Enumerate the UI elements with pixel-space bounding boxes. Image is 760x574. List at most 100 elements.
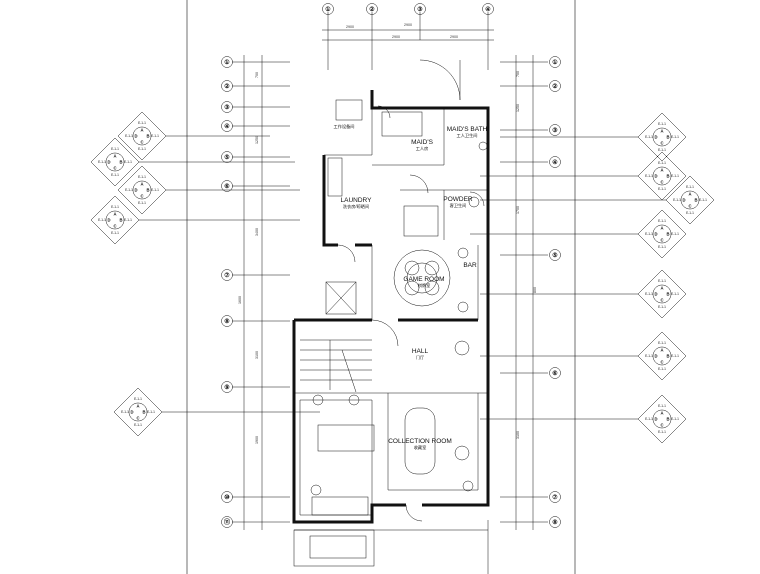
grid-label-right-2: ② (552, 83, 558, 90)
room-label-bar: BAR (463, 262, 477, 269)
elevation-letter: B (146, 188, 149, 193)
room-label-maids-bath: MAID'S BATH (447, 126, 488, 133)
elevation-code: E-1-1 (671, 135, 679, 139)
elevation-code: E-1-1 (686, 185, 694, 189)
elevation-letter: D (654, 354, 657, 359)
elevation-code: E-1-1 (138, 201, 146, 205)
elevation-code: E-1-1 (125, 188, 133, 192)
elevation-letter: D (134, 188, 137, 193)
room-label-collection: COLLECTION ROOM (388, 438, 452, 445)
elevation-code: E-1-1 (658, 430, 666, 434)
room-labels: 工作设备间 MAID'S 工人房 MAID'S BATH 工人卫生间 LAUND… (334, 123, 488, 451)
elevation-letter: C (660, 360, 663, 365)
grid-label-left-10: ⑩ (224, 494, 230, 501)
elevation-letter: C (113, 166, 116, 171)
elevation-code: E-1-1 (658, 148, 666, 152)
elevation-code: E-1-1 (645, 354, 653, 358)
elevation-code: E-1-1 (147, 410, 155, 414)
dim-right-4: 3100 (516, 431, 520, 439)
elevation-letter: A (660, 226, 663, 231)
dim-right-1: 700 (516, 71, 520, 77)
right-grid: ① ② ③ ④ ⑤ ⑥ ⑦ ⑧ 700 1250 1700 3100 800 (500, 55, 561, 530)
elevation-code: E-1-1 (151, 188, 159, 192)
room-label-game-room: GAME ROOM (403, 276, 444, 283)
elevation-code: E-1-1 (124, 160, 132, 164)
grid-bubble-top-2 (366, 3, 378, 15)
left-grid: ① ② ③ ④ ⑤ ⑥ ⑦ ⑧ ⑨ ⑩ ⑪ 700 1250 3400 3100… (221, 55, 290, 530)
elevation-code: E-1-1 (111, 205, 119, 209)
elevation-letter: D (107, 218, 110, 223)
elevation-letter: C (140, 194, 143, 199)
elevation-letter: A (660, 286, 663, 291)
grid-label-right-5: ⑤ (552, 252, 558, 259)
elevation-letter: C (660, 180, 663, 185)
dim-right-3: 1700 (516, 206, 520, 214)
elevation-code: E-1-1 (658, 161, 666, 165)
elevation-letter: A (140, 182, 143, 187)
stair-elevator (300, 281, 372, 393)
room-sub-laundry: 洗衣房/晾晒间 (343, 203, 369, 210)
elevation-letter: C (660, 238, 663, 243)
elevation-code: E-1-1 (151, 134, 159, 138)
grid-label-right-3: ③ (552, 127, 558, 134)
leader-lines (139, 135, 666, 420)
elevation-letter: D (130, 410, 133, 415)
elevation-letter: B (146, 134, 149, 139)
elevation-letter: C (136, 416, 139, 421)
elevation-code: E-1-1 (138, 121, 146, 125)
elevation-code: E-1-1 (98, 160, 106, 164)
elevation-code: E-1-1 (111, 173, 119, 177)
elevation-letter: C (660, 298, 663, 303)
dim-top-3: 2900 (404, 23, 412, 27)
elevation-letter: B (666, 135, 669, 140)
elevation-letter: A (113, 154, 116, 159)
elevation-code: E-1-1 (134, 397, 142, 401)
dim-left-4: 3100 (255, 351, 259, 359)
elevation-code: E-1-1 (124, 218, 132, 222)
elevation-letter: A (660, 129, 663, 134)
elevation-letter: B (666, 292, 669, 297)
elevation-code: E-1-1 (699, 198, 707, 202)
grid-label-right-6: ⑥ (552, 370, 558, 377)
elevation-code: E-1-1 (658, 279, 666, 283)
elevation-letter: A (113, 212, 116, 217)
elevation-code: E-1-1 (671, 174, 679, 178)
grid-label-right-4: ④ (552, 159, 558, 166)
room-sub-collection: 收藏室 (414, 444, 427, 451)
elevation-code: E-1-1 (658, 305, 666, 309)
furniture (309, 99, 488, 559)
elevation-code: E-1-1 (671, 417, 679, 421)
room-sub-powder: 客卫生间 (450, 202, 467, 209)
grid-label-left-5: ⑤ (224, 154, 230, 161)
grid-label-top-2: ② (369, 6, 375, 13)
elevation-letter: A (660, 168, 663, 173)
dim-right-total: 800 (533, 287, 537, 293)
room-label-maids: MAID'S (411, 139, 433, 146)
elevation-letter: B (694, 198, 697, 203)
elevation-code: E-1-1 (658, 245, 666, 249)
room-label-powder: POWDER (443, 196, 473, 203)
room-sub-game-room: 棋牌室 (418, 282, 431, 289)
elevation-letter: B (666, 354, 669, 359)
room-label-hall: HALL (412, 348, 429, 355)
grid-label-top-3: ③ (417, 6, 423, 13)
elevation-letter: A (660, 348, 663, 353)
elevation-letter: D (654, 417, 657, 422)
dim-left-2: 1250 (255, 136, 259, 144)
top-grid: ① ② ③ ④ 2900 2900 2900 2900 (322, 3, 494, 70)
dim-right-2: 1250 (516, 104, 520, 112)
elevation-letter: B (119, 160, 122, 165)
site-edge (293, 520, 489, 574)
elevation-code: E-1-1 (645, 174, 653, 178)
elevation-letter: A (140, 128, 143, 133)
elevation-letter: C (113, 224, 116, 229)
elevation-letter: C (140, 140, 143, 145)
